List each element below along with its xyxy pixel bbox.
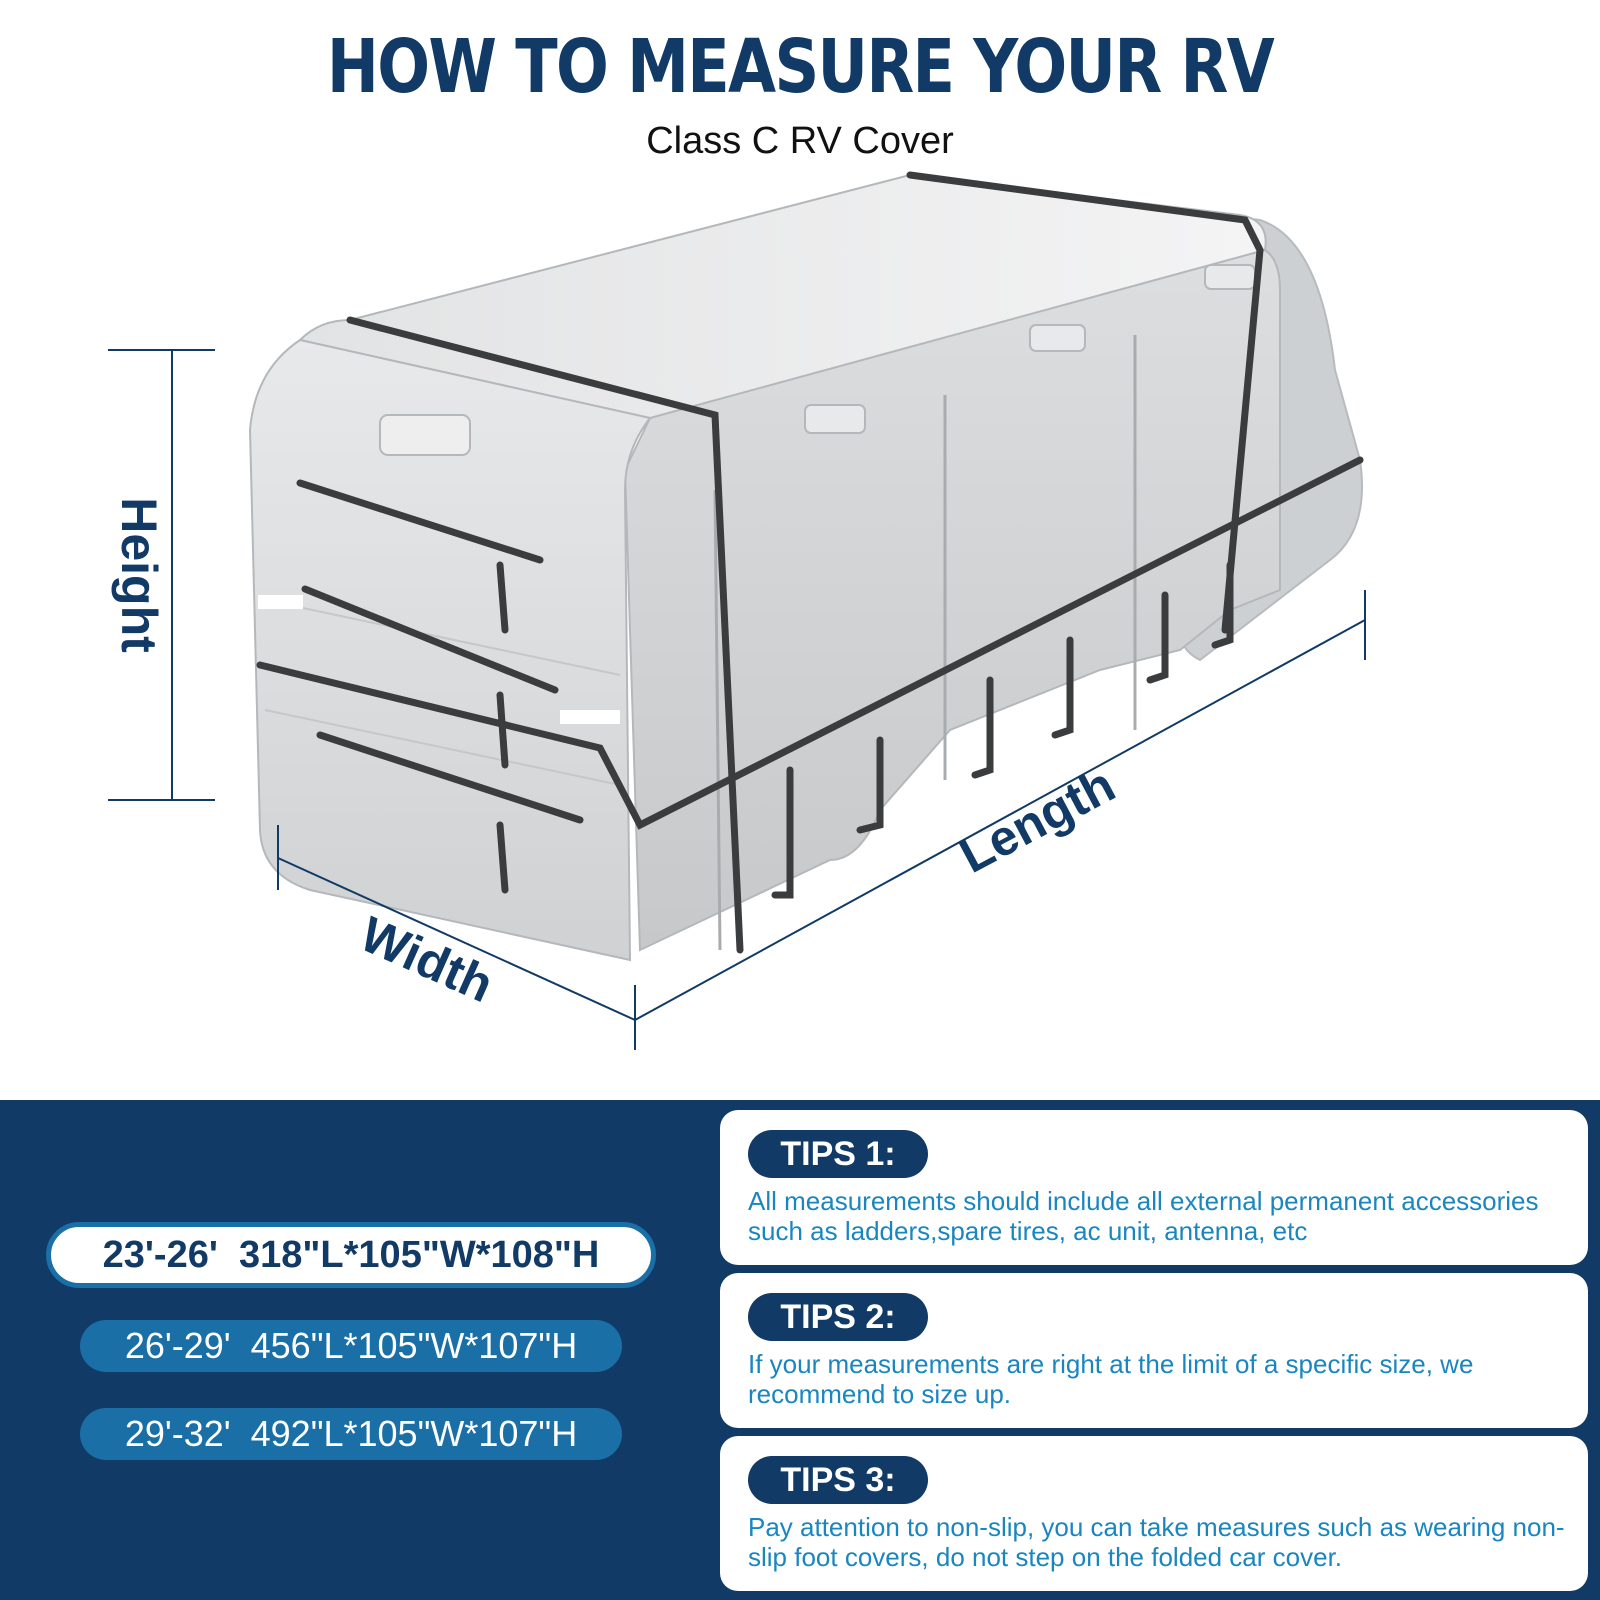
width-dimension bbox=[277, 825, 636, 1050]
size-option-26-29[interactable]: 26'-29' 456"L*105"W*107"H bbox=[80, 1320, 622, 1372]
tip-badge-3: TIPS 3: bbox=[748, 1456, 928, 1504]
rv-cover-illustration: Height Width Length bbox=[108, 171, 1366, 1050]
height-dimension bbox=[108, 349, 215, 801]
tip-text-3: Pay attention to non-slip, you can take … bbox=[748, 1512, 1565, 1572]
tip-card-3: TIPS 3: Pay attention to non-slip, you c… bbox=[720, 1436, 1588, 1591]
tip-badge-2: TIPS 2: bbox=[748, 1293, 928, 1341]
rv-straps bbox=[256, 171, 1364, 954]
tip-text-1: All measurements should include all exte… bbox=[748, 1186, 1539, 1246]
tip-card-1: TIPS 1: All measurements should include … bbox=[720, 1110, 1588, 1265]
size-option-29-32[interactable]: 29'-32' 492"L*105"W*107"H bbox=[80, 1408, 622, 1460]
height-label: Height bbox=[111, 497, 167, 653]
page-subtitle: Class C RV Cover bbox=[646, 120, 954, 162]
tip-card-2: TIPS 2: If your measurements are right a… bbox=[720, 1273, 1588, 1428]
size-and-tips-panel: 23'-26' 318"L*105"W*108"H 26'-29' 456"L*… bbox=[0, 1100, 1600, 1600]
size-option-23-26[interactable]: 23'-26' 318"L*105"W*108"H bbox=[46, 1222, 656, 1288]
length-dimension bbox=[634, 590, 1366, 1021]
tip-text-2: If your measurements are right at the li… bbox=[748, 1349, 1474, 1409]
tip-badge-1: TIPS 1: bbox=[748, 1130, 928, 1178]
page-title: HOW TO MEASURE YOUR RV bbox=[326, 24, 1275, 110]
